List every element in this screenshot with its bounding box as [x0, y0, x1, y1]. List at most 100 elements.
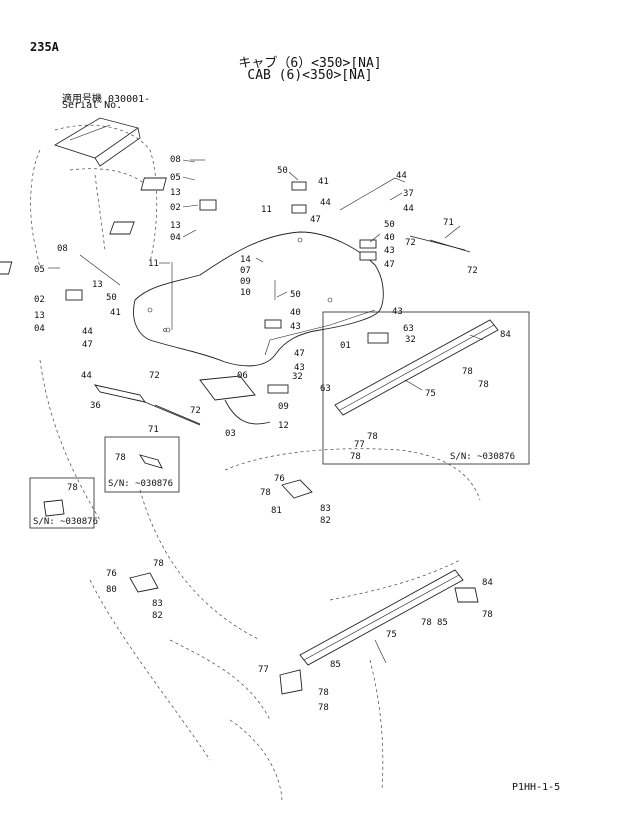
callout-label: 78	[318, 688, 329, 698]
callout-label: 76	[274, 474, 285, 484]
callout-label: 04	[170, 233, 181, 243]
callout-label: 04	[34, 324, 45, 334]
callout-label: 75	[386, 630, 397, 640]
callout-label: 82	[320, 516, 331, 526]
callout-label: 78	[67, 483, 78, 493]
callout-label: 72	[405, 238, 416, 248]
callout-label: 71	[443, 218, 454, 228]
title-english: CAB (6)<350>[NA]	[247, 68, 373, 83]
callout-label: 09	[278, 402, 289, 412]
callout-label: 77	[258, 665, 269, 675]
callout-label: 10	[240, 288, 251, 298]
callout-label: 78	[350, 452, 361, 462]
callout-label: 13	[170, 188, 181, 198]
callout-label: 44	[82, 327, 93, 337]
callout-label: 72	[190, 406, 201, 416]
roof-light-brackets	[43, 454, 313, 593]
callout-label: 84	[500, 330, 511, 340]
roof-panel	[133, 231, 384, 367]
callout-label: 44	[396, 171, 407, 181]
callout-label: 03	[225, 429, 236, 439]
callout-label: 32	[292, 372, 303, 382]
callout-label: 63	[403, 324, 414, 334]
callout-label: 81	[271, 506, 282, 516]
callout-label: 78	[482, 610, 493, 620]
callout-label: 08	[57, 244, 68, 254]
callout-label: 44	[81, 371, 92, 381]
callout-label: 32	[405, 335, 416, 345]
callout-label: 43	[384, 246, 395, 256]
hinge-assembly-top	[109, 159, 217, 235]
callout-label: 78	[260, 488, 271, 498]
callout-label: 50	[290, 290, 301, 300]
callout-label: 47	[82, 340, 93, 350]
center-brackets	[171, 239, 389, 425]
callout-label: 78	[462, 367, 473, 377]
serial-note: S/N: ~030876	[450, 452, 515, 462]
callout-label: 76	[106, 569, 117, 579]
callout-label: 41	[110, 308, 121, 318]
page-reference: P1HH-1-5	[512, 782, 561, 793]
callout-label: 75	[425, 389, 436, 399]
detail-box-rail	[322, 311, 530, 465]
callout-label: 78	[478, 380, 489, 390]
callout-label: 40	[290, 308, 301, 318]
callout-label: 09	[240, 277, 251, 287]
detail-box-bracket-2	[29, 477, 95, 529]
serial-note: S/N: ~030876	[108, 479, 173, 489]
cab-thumbnail	[54, 117, 141, 167]
callout-label: 78	[421, 618, 432, 628]
leader-lines	[48, 159, 484, 664]
callout-label: 44	[403, 204, 414, 214]
callout-label: 80	[106, 585, 117, 595]
callout-label: 47	[310, 215, 321, 225]
callout-label: 72	[149, 371, 160, 381]
stay-bracket-top	[291, 177, 406, 214]
callout-label: 14	[240, 255, 251, 265]
serial-no-label: Serial No.	[62, 100, 123, 111]
gas-spring-left	[93, 384, 201, 426]
callout-label: 44	[320, 198, 331, 208]
serial-note: S/N: ~030876	[33, 517, 98, 527]
callout-label: 13	[170, 221, 181, 231]
callout-label: 05	[170, 173, 181, 183]
callout-label: 85	[330, 660, 341, 670]
callout-label: 71	[148, 425, 159, 435]
callout-label: 13	[34, 311, 45, 321]
callout-label: 50	[277, 166, 288, 176]
callout-label: 82	[152, 611, 163, 621]
callout-label: 11	[148, 259, 159, 269]
callout-label: 78	[153, 559, 164, 569]
page-code: 235A	[30, 40, 59, 54]
callout-label: 84	[482, 578, 493, 588]
cab-outline	[30, 124, 481, 801]
callout-label: 72	[467, 266, 478, 276]
applicable-serial-label: 適用号機 030001-	[62, 94, 151, 105]
callout-label: 47	[384, 260, 395, 270]
callout-label: 07	[240, 266, 251, 276]
callout-label: 37	[403, 189, 414, 199]
callout-label: 40	[384, 233, 395, 243]
callout-label: 63	[320, 384, 331, 394]
callout-label: 01	[340, 341, 351, 351]
rail-lower	[279, 569, 479, 695]
detail-box-bracket-1	[104, 436, 180, 493]
callout-label: 43	[392, 307, 403, 317]
callout-label: 78	[318, 703, 329, 713]
title-japanese: キャブ（6）<350>[NA]	[238, 56, 382, 71]
callout-label: 05	[34, 265, 45, 275]
gas-spring-right	[409, 235, 471, 253]
callout-label: 43	[294, 363, 305, 373]
callout-label: 06	[237, 371, 248, 381]
callout-label: 13	[92, 280, 103, 290]
callout-label: 02	[170, 203, 181, 213]
callout-label: 02	[34, 295, 45, 305]
callout-label: 83	[320, 504, 331, 514]
callout-label: 78	[367, 432, 378, 442]
callout-label: 77	[354, 440, 365, 450]
callout-label: 50	[106, 293, 117, 303]
hinge-assembly-left	[0, 254, 121, 301]
callout-label: 08	[170, 155, 181, 165]
callout-label: 41	[318, 177, 329, 187]
